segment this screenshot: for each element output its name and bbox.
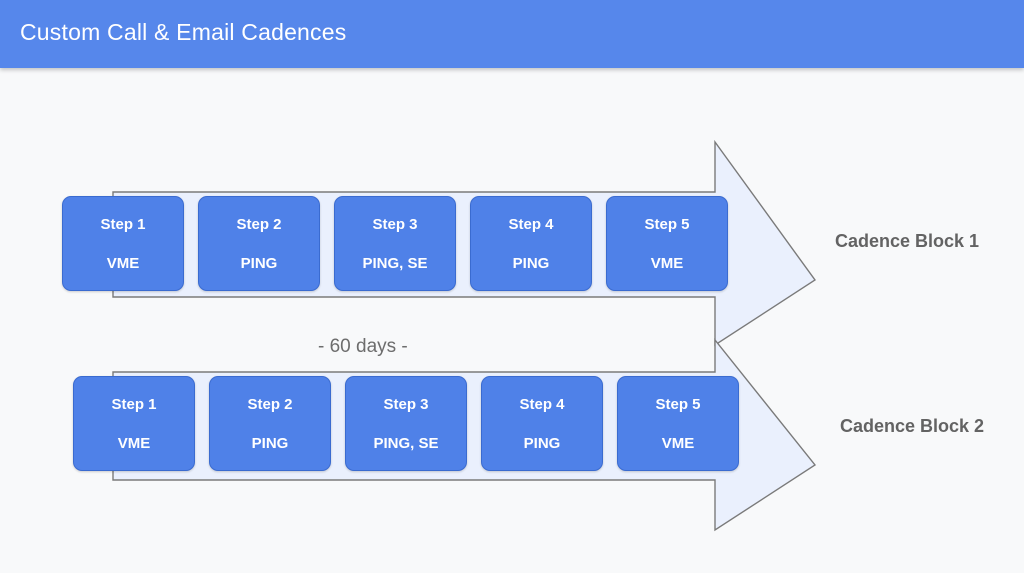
step-title: Step 1 (111, 395, 157, 413)
step-detail: PING, SE (362, 254, 428, 272)
cadence-block-2-label: Cadence Block 2 (840, 416, 985, 436)
gap-duration-label: - 60 days - (318, 336, 408, 357)
step-box[interactable]: Step 4 PING (470, 196, 592, 291)
block-arrows-group (112, 139, 817, 532)
step-title: Step 4 (519, 395, 565, 413)
step-box[interactable]: Step 1 VME (73, 376, 195, 471)
step-box[interactable]: Step 4 PING (481, 376, 603, 471)
step-detail: PING (240, 254, 278, 272)
step-title: Step 2 (247, 395, 293, 413)
cadence-diagram: Step 1 VME Step 2 PING Step 3 PING, SE S… (0, 68, 1024, 573)
step-detail: PING (523, 434, 561, 452)
step-box[interactable]: Step 5 VME (617, 376, 739, 471)
step-detail: PING (512, 254, 550, 272)
step-detail: VME (661, 434, 695, 452)
step-box[interactable]: Step 1 VME (62, 196, 184, 291)
step-box[interactable]: Step 5 VME (606, 196, 728, 291)
step-title: Step 5 (644, 215, 690, 233)
header-bar: Custom Call & Email Cadences (0, 0, 1024, 68)
step-title: Step 2 (236, 215, 282, 233)
step-box[interactable]: Step 2 PING (198, 196, 320, 291)
step-detail: VME (117, 434, 151, 452)
step-box[interactable]: Step 3 PING, SE (345, 376, 467, 471)
step-detail: PING, SE (373, 434, 439, 452)
step-box[interactable]: Step 3 PING, SE (334, 196, 456, 291)
cadence-block-1-label: Cadence Block 1 (835, 231, 980, 251)
step-detail: VME (106, 254, 140, 272)
step-box[interactable]: Step 2 PING (209, 376, 331, 471)
cadence-block-2-steps: Step 1 VME Step 2 PING Step 3 PING, SE S… (73, 376, 739, 471)
step-title: Step 3 (383, 395, 429, 413)
step-title: Step 1 (100, 215, 146, 233)
step-title: Step 3 (372, 215, 418, 233)
step-title: Step 5 (655, 395, 701, 413)
step-detail: VME (650, 254, 684, 272)
cadence-block-1-steps: Step 1 VME Step 2 PING Step 3 PING, SE S… (62, 196, 728, 291)
step-title: Step 4 (508, 215, 554, 233)
page-title: Custom Call & Email Cadences (20, 19, 347, 45)
step-detail: PING (251, 434, 289, 452)
cadence-block-1-arrow (112, 139, 816, 347)
